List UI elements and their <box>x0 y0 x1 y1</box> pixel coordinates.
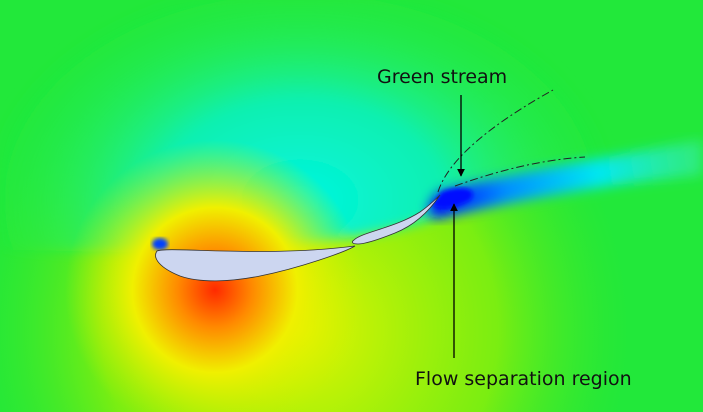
flap-airfoil <box>351 194 441 245</box>
main-airfoil <box>155 245 356 282</box>
leading-edge-suction <box>152 238 168 250</box>
separation-core <box>432 188 473 208</box>
wake-region <box>428 140 703 218</box>
flow-separation-label: Flow separation region <box>415 368 632 390</box>
green-stream-label: Green stream <box>377 66 508 88</box>
streamline-lower <box>454 156 586 187</box>
streamline-upper <box>437 89 554 193</box>
